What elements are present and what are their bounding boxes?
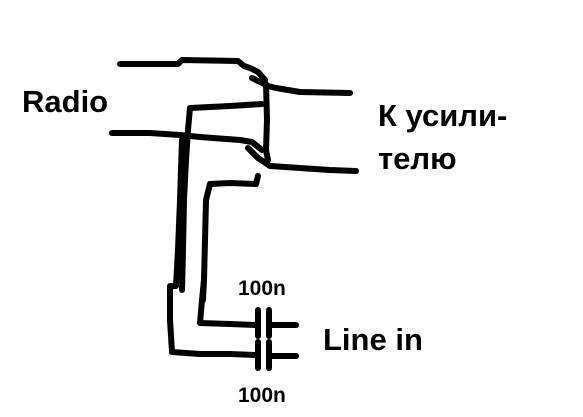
left-vertical-wire	[167, 137, 259, 358]
radio-label: Radio	[22, 84, 109, 119]
radio-upper-wire	[117, 57, 268, 83]
linein-upper-feed	[179, 101, 265, 293]
linein-lower-feed	[200, 173, 261, 303]
switch-lower-arm	[245, 145, 359, 174]
cap-top-value-label: 100n	[238, 277, 286, 300]
switch-common-bar	[263, 81, 271, 163]
switch-upper-arm	[249, 75, 353, 96]
amplifier-label-line2: телю	[378, 141, 457, 176]
cap-bottom-value-label: 100n	[238, 384, 286, 407]
inner-vertical-wire	[197, 277, 259, 328]
line-in-label: Line in	[323, 322, 423, 357]
radio-lower-wire	[109, 130, 265, 153]
amplifier-label-line1: К усили-	[378, 98, 508, 133]
